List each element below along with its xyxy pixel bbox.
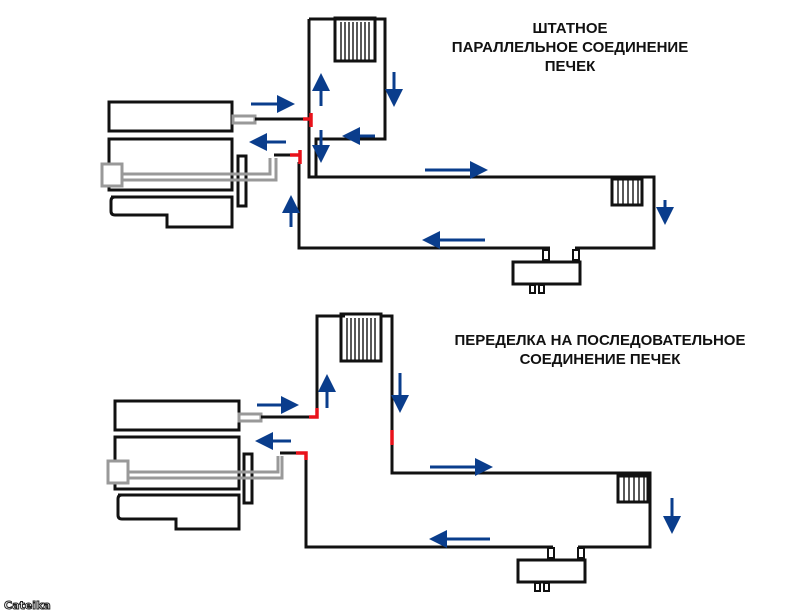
electric-pump (511, 260, 582, 286)
rear-heater-core (616, 474, 650, 504)
title-line: СОЕДИНЕНИЕ ПЕЧЕК (519, 351, 681, 368)
title-parallel: ШТАТНОЕ ПАРАЛЛЕЛЬНОЕ СОЕДИНЕНИЕ ПЕЧЕК (430, 19, 710, 76)
rear-heater-core (610, 177, 644, 207)
front-heater-core (339, 312, 383, 363)
engine-block-body (107, 137, 234, 192)
watermark: Cateika (4, 599, 52, 613)
joints-2 (296, 408, 394, 460)
water-pump (100, 162, 124, 188)
diagram-series (106, 312, 652, 592)
series-loop (304, 314, 652, 549)
flow-arrows-2 (255, 373, 681, 548)
cylinder-head (107, 100, 234, 133)
core-fins-2 (346, 318, 645, 501)
heater1-feed (307, 25, 616, 179)
diagram-parallel (100, 16, 656, 294)
title-line: ШТАТНОЕ (532, 20, 608, 37)
joint (296, 451, 308, 460)
tee-joint (290, 150, 302, 164)
cylinder-head (113, 399, 241, 432)
oil-pan (109, 195, 234, 229)
title-series: ПЕРЕДЕЛКА НА ПОСЛЕДОВАТЕЛЬНОЕ СОЕДИНЕНИЕ… (430, 331, 770, 369)
engine-pipes (100, 114, 278, 188)
joint (309, 408, 319, 419)
engine-block (113, 399, 254, 531)
engine-block-body (113, 435, 241, 491)
rear-heater-loop (297, 162, 656, 250)
oil-pan (116, 493, 241, 531)
tee-joint (303, 113, 313, 127)
core-fins-1 (340, 22, 639, 204)
title-line: ПЕЧЕК (544, 58, 596, 75)
engine-block (107, 100, 248, 229)
front-heater-core (333, 16, 377, 63)
return-pipe (122, 158, 272, 176)
return-pipe (128, 456, 280, 474)
outlet-nipple (237, 412, 263, 423)
joints-1 (290, 113, 313, 164)
water-pump (106, 459, 130, 485)
title-line: ПЕРЕДЕЛКА НА ПОСЛЕДОВАТЕЛЬНОЕ (454, 332, 746, 349)
title-line: ПАРАЛЛЕЛЬНОЕ СОЕДИНЕНИЕ (451, 39, 689, 56)
electric-pump (516, 558, 587, 584)
engine-pipes (106, 412, 284, 485)
outlet-nipple (231, 114, 257, 125)
flow-arrows-1 (249, 72, 674, 249)
